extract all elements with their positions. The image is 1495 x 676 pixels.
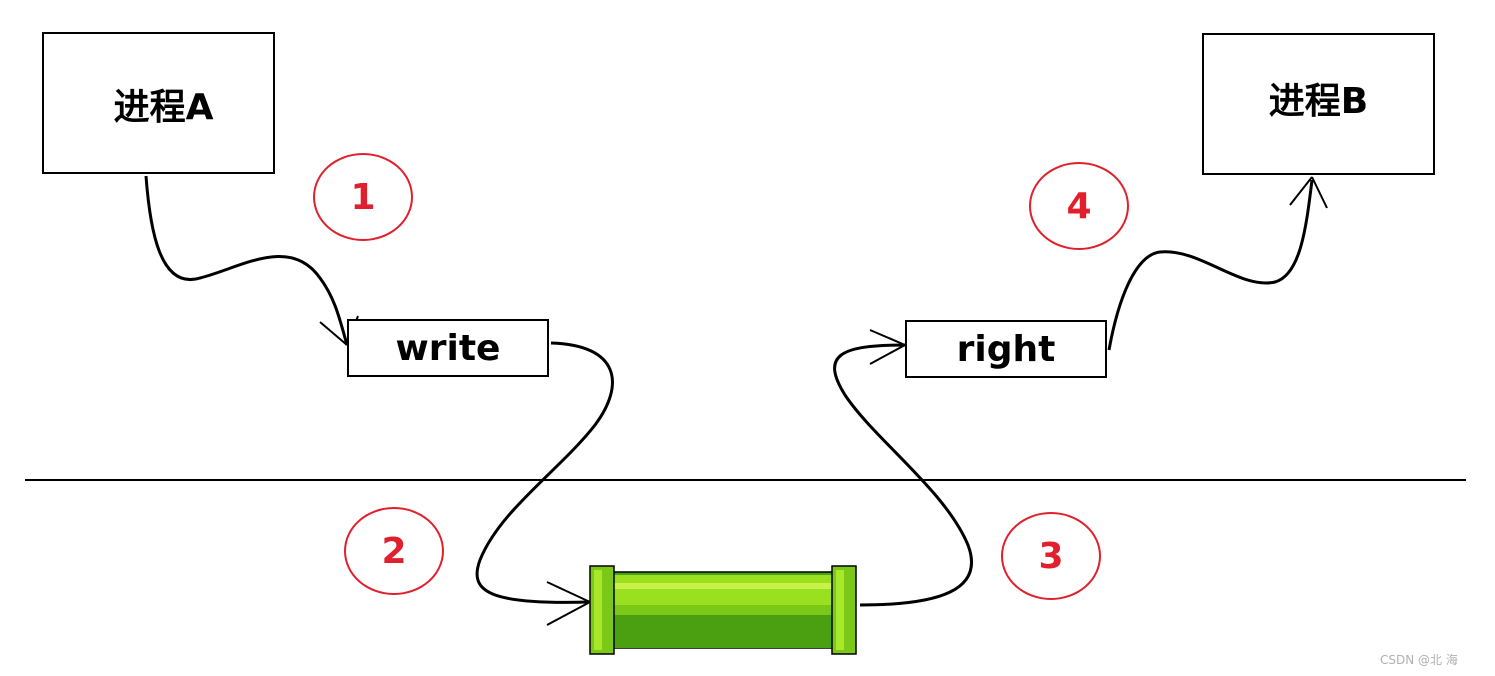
step-1-number: 1 [350,176,376,218]
step-2-number: 2 [381,530,407,572]
arrow-process-a-to-write [144,175,349,346]
arrowhead-right [869,329,906,365]
step-3-number: 3 [1038,535,1064,577]
right-box: right [905,320,1107,378]
arrowhead-process-b [1289,176,1328,209]
arrow-write-to-pipe [475,341,614,604]
step-4-badge: 4 [1029,162,1129,250]
watermark: CSDN @北 海 [1380,653,1458,667]
write-label: write [395,327,501,369]
process-a-box: 进程A [42,32,275,174]
arrowhead-pipe [546,581,591,626]
step-3-badge: 3 [1001,512,1101,600]
process-b-box: 进程B [1202,33,1435,175]
step-1-badge: 1 [313,153,413,241]
pipe-icon [589,565,857,655]
step-4-number: 4 [1066,185,1092,227]
step-2-badge: 2 [344,507,444,595]
arrow-right-to-process-b [1107,179,1314,351]
write-box: write [347,319,549,377]
process-b-label: 进程B [1268,81,1369,122]
arrow-pipe-to-right [833,343,974,607]
right-label: right [956,328,1056,370]
process-a-label: 进程A [113,87,214,128]
